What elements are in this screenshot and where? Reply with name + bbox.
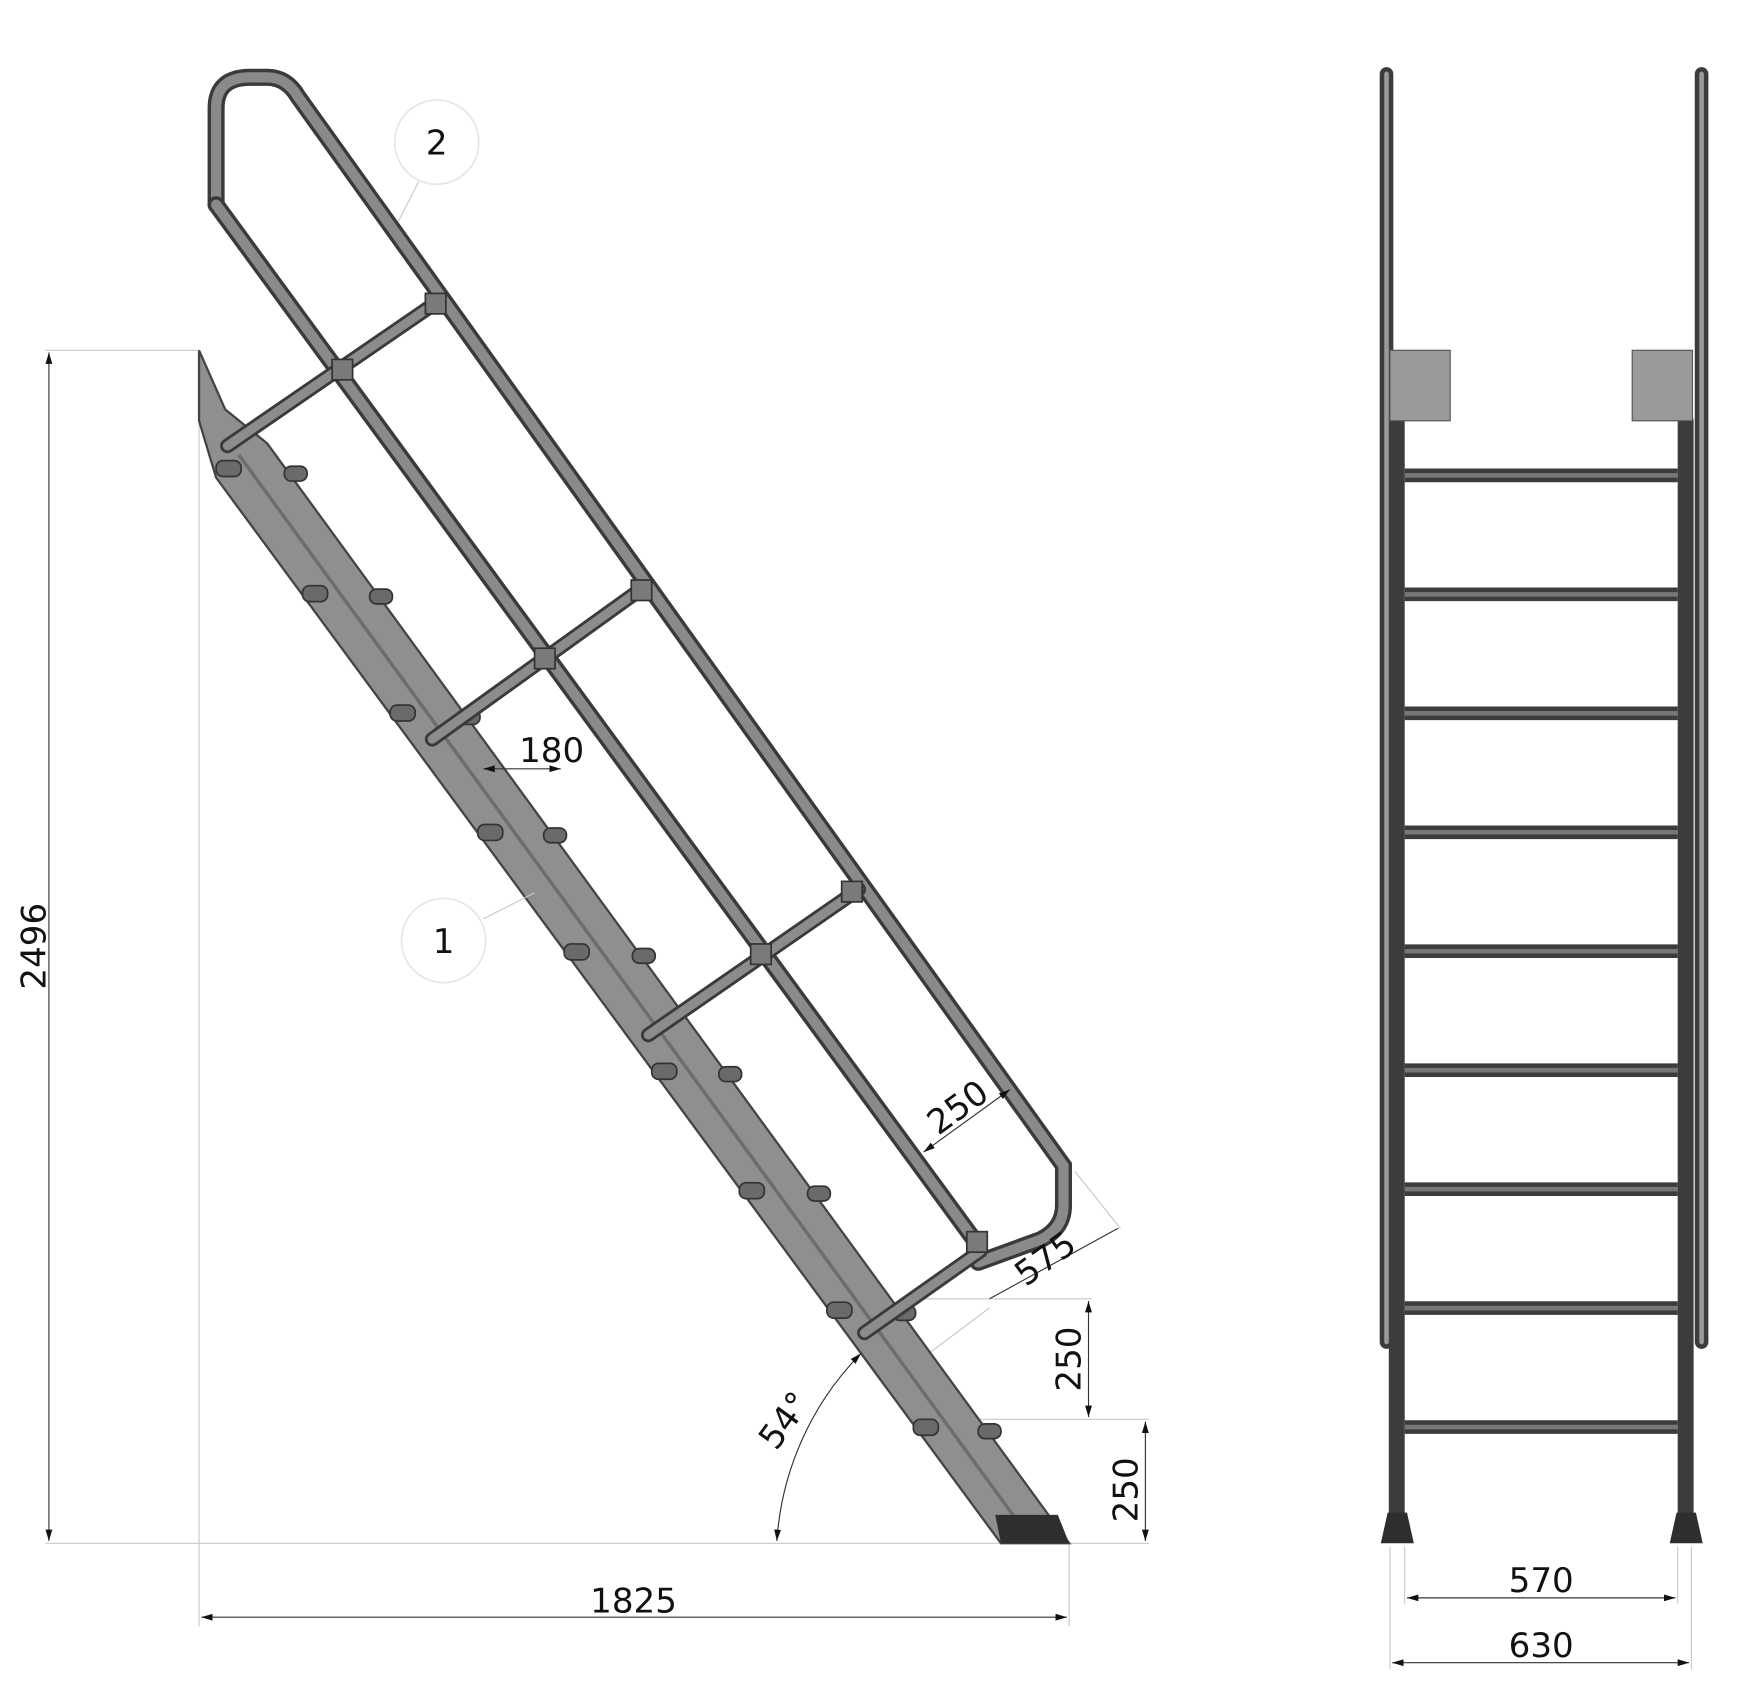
stringer (197, 349, 1072, 1545)
dim-overall-height: 2496 (14, 903, 54, 990)
callout-1-label: 1 (433, 922, 455, 962)
dim-step-depth: 180 (519, 731, 584, 771)
side-view: 2 1 2496 1825 180 250 575 250 250 54° (14, 68, 1149, 1627)
dim-overall-length: 1825 (590, 1582, 677, 1622)
foot-pad (995, 1514, 1070, 1544)
foot-right (1669, 1512, 1703, 1544)
callout-1 (400, 897, 487, 984)
mounting-plate-left (1389, 349, 1451, 422)
dim-outer-width: 630 (1509, 1626, 1574, 1666)
handrail (207, 68, 1073, 1341)
dim-rail-extension: 575 (1008, 1224, 1084, 1295)
front-view: 570 630 (1379, 67, 1709, 1670)
dim-step-rise-2: 250 (1106, 1457, 1146, 1522)
dim-rail-height: 250 (920, 1073, 996, 1144)
dim-step-rise-1: 250 (1050, 1326, 1090, 1391)
callout-2 (393, 99, 480, 186)
dim-inner-width: 570 (1509, 1561, 1574, 1601)
rungs (1404, 468, 1678, 1434)
foot-left (1380, 1512, 1414, 1544)
callout-2-label: 2 (426, 124, 448, 164)
mounting-plate-right (1631, 349, 1694, 422)
dim-angle: 54° (751, 1385, 819, 1457)
